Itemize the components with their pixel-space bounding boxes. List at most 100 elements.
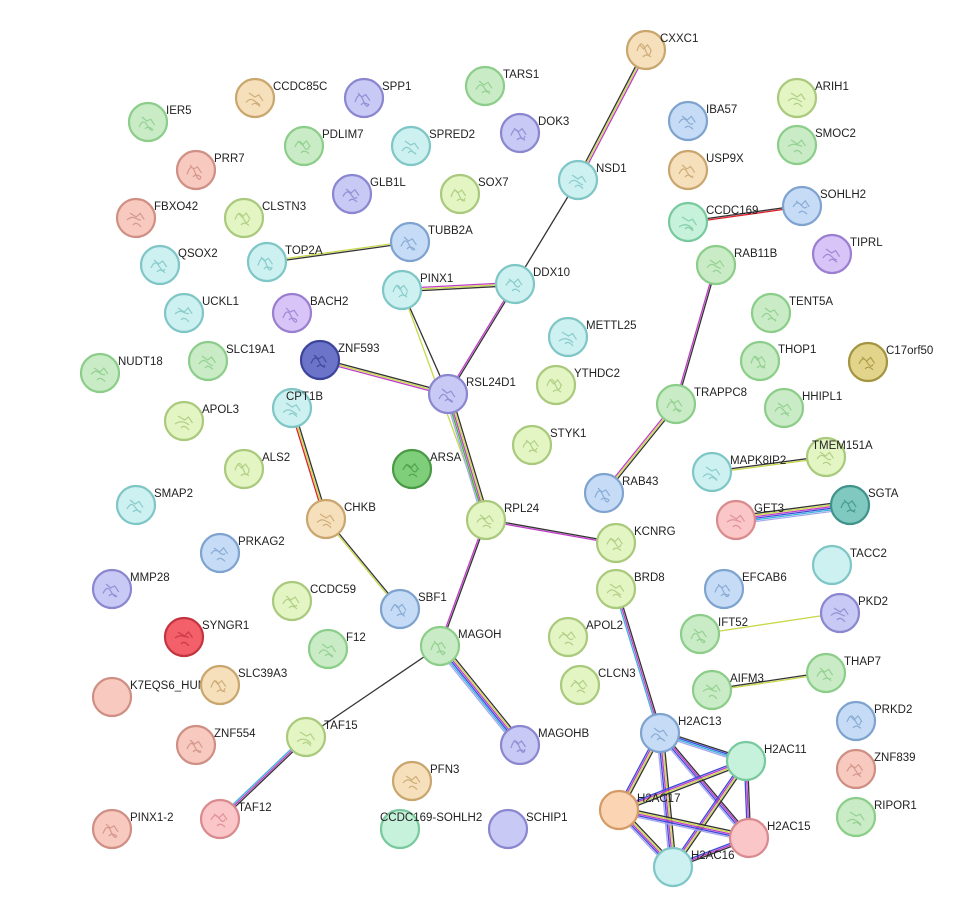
- edge-RSL24D1-RPL24[interactable]: [444, 392, 490, 522]
- node-iba57[interactable]: IBA57: [667, 100, 737, 142]
- node-tars1[interactable]: TARS1: [464, 65, 539, 107]
- node-cpt1b[interactable]: CPT1B: [271, 387, 323, 429]
- node-rab43[interactable]: RAB43: [583, 472, 658, 514]
- node-magoh[interactable]: MAGOH: [419, 625, 501, 667]
- node-kcnrg[interactable]: KCNRG: [595, 522, 676, 564]
- node-top2a[interactable]: TOP2A: [246, 241, 323, 283]
- node-styk1[interactable]: STYK1: [511, 424, 586, 466]
- edge-NSD1-CXXC1[interactable]: [576, 48, 648, 182]
- node-rpl24[interactable]: RPL24: [465, 499, 540, 541]
- node-rab11b[interactable]: RAB11B: [695, 244, 778, 286]
- node-sohlh2[interactable]: SOHLH2: [781, 185, 866, 227]
- node-f12[interactable]: F12: [307, 628, 366, 670]
- node-ift52[interactable]: IFT52: [679, 613, 748, 655]
- edge-H2AC17-H2AC15[interactable]: [618, 806, 750, 842]
- node-magohb[interactable]: MAGOHB: [499, 724, 589, 766]
- node-als2[interactable]: ALS2: [223, 448, 290, 490]
- node-usp9x[interactable]: USP9X: [667, 149, 744, 191]
- node-thop1[interactable]: THOP1: [739, 340, 816, 382]
- node-h2ac17[interactable]: H2AC17: [598, 789, 680, 831]
- node-ripor1[interactable]: RIPOR1: [835, 796, 917, 838]
- node-sbf1[interactable]: SBF1: [379, 588, 447, 630]
- edge-NSD1-DDX10[interactable]: [514, 179, 579, 285]
- node-h2ac13[interactable]: H2AC13: [639, 712, 721, 754]
- node-ddx10[interactable]: DDX10: [494, 263, 570, 305]
- node-tiprl[interactable]: TIPRL: [811, 233, 883, 275]
- node-apol2[interactable]: APOL2: [547, 616, 623, 658]
- node-sox7[interactable]: SOX7: [439, 173, 509, 215]
- node-uckl1[interactable]: UCKL1: [163, 292, 239, 334]
- node-pdlim7[interactable]: PDLIM7: [283, 125, 364, 167]
- node-thap7[interactable]: THAP7: [805, 652, 881, 694]
- node-h2ac16[interactable]: H2AC16: [652, 846, 734, 888]
- edge-ZNF593-RSL24D1[interactable]: [319, 357, 449, 397]
- edge-RPL24-MAGOH[interactable]: [438, 519, 488, 647]
- node-ccdc85c[interactable]: CCDC85C: [234, 77, 327, 119]
- node-smoc2[interactable]: SMOC2: [776, 124, 856, 166]
- node-brd8[interactable]: BRD8: [595, 568, 665, 610]
- node-arsa[interactable]: ARSA: [391, 448, 462, 490]
- node-prr7[interactable]: PRR7: [175, 149, 245, 191]
- node-efcab6[interactable]: EFCAB6: [703, 568, 787, 610]
- node-taf15[interactable]: TAF15: [285, 716, 358, 758]
- edge-H2AC13-H2AC16[interactable]: [656, 732, 677, 868]
- node-dok3[interactable]: DOK3: [499, 112, 569, 154]
- edge-MAGOH-MAGOHB[interactable]: [436, 643, 524, 748]
- node-tubb2a[interactable]: TUBB2A: [389, 221, 473, 263]
- edge-H2AC11-H2AC17[interactable]: [617, 758, 748, 813]
- node-clcn3[interactable]: CLCN3: [559, 664, 636, 706]
- node-arih1[interactable]: ARIH1: [776, 77, 849, 119]
- edge-RPL24-KCNRG[interactable]: [485, 518, 617, 545]
- node-h2ac15[interactable]: H2AC15: [728, 817, 810, 859]
- node-aifm3[interactable]: AIFM3: [691, 669, 764, 711]
- node-sgta[interactable]: SGTA: [829, 484, 899, 526]
- node-h2ac11[interactable]: H2AC11: [725, 740, 807, 782]
- node-get3[interactable]: GET3: [715, 499, 784, 541]
- node-tmem151a[interactable]: TMEM151A: [805, 436, 873, 478]
- node-slc39a3[interactable]: SLC39A3: [199, 664, 287, 706]
- node-nsd1[interactable]: NSD1: [557, 159, 627, 201]
- node-ccdc169[interactable]: CCDC169: [667, 201, 758, 243]
- node-ccdc169-sohlh2[interactable]: CCDC169-SOHLH2: [379, 808, 482, 850]
- node-znf593[interactable]: ZNF593: [299, 339, 380, 381]
- node-clstn3[interactable]: CLSTN3: [223, 197, 306, 239]
- node-pinx1[interactable]: PINX1: [381, 269, 453, 311]
- node-hhipl1[interactable]: HHIPL1: [763, 387, 842, 429]
- node-znf839[interactable]: ZNF839: [835, 748, 916, 790]
- node-chkb[interactable]: CHKB: [305, 498, 376, 540]
- node-ythdc2[interactable]: YTHDC2: [535, 364, 620, 406]
- edge-TUBB2A-TOP2A[interactable]: [266, 240, 411, 264]
- node-tacc2[interactable]: TACC2: [811, 544, 887, 586]
- node-qsox2[interactable]: QSOX2: [139, 244, 218, 286]
- edge-IFT52-PKD2[interactable]: [699, 612, 841, 635]
- node-fbxo42[interactable]: FBXO42: [115, 197, 198, 239]
- node-prkd2[interactable]: PRKD2: [835, 700, 912, 742]
- edge-H2AC13-H2AC15[interactable]: [657, 731, 752, 840]
- node-apol3[interactable]: APOL3: [163, 400, 239, 442]
- node-glb1l[interactable]: GLB1L: [331, 173, 406, 215]
- edge-BRD8-H2AC13[interactable]: [613, 588, 663, 734]
- node-pinx1-2[interactable]: PINX1-2: [91, 808, 173, 850]
- node-pkd2[interactable]: PKD2: [819, 592, 888, 634]
- node-ccdc59[interactable]: CCDC59: [271, 580, 356, 622]
- node-pfn3[interactable]: PFN3: [391, 760, 459, 802]
- node-bach2[interactable]: BACH2: [271, 292, 348, 334]
- node-taf12[interactable]: TAF12: [199, 798, 272, 840]
- node-tent5a[interactable]: TENT5A: [750, 292, 833, 334]
- edge-DDX10-RSL24D1[interactable]: [446, 283, 517, 395]
- node-slc19a1[interactable]: SLC19A1: [187, 340, 275, 382]
- edge-MAGOH-TAF15[interactable]: [305, 645, 441, 738]
- node-schip1[interactable]: SCHIP1: [487, 808, 568, 850]
- node-mmp28[interactable]: MMP28: [91, 568, 170, 610]
- node-c17orf50[interactable]: C17orf50: [847, 341, 933, 383]
- node-cxxc1[interactable]: CXXC1: [625, 29, 698, 71]
- node-znf554[interactable]: ZNF554: [175, 724, 256, 766]
- node-spred2[interactable]: SPRED2: [390, 125, 475, 167]
- node-spp1[interactable]: SPP1: [343, 77, 411, 119]
- edge-RAB11B-TRAPPC8[interactable]: [674, 264, 718, 405]
- node-rsl24d1[interactable]: RSL24D1: [427, 373, 516, 415]
- node-k7eqs6_human[interactable]: K7EQS6_HUM: [91, 676, 207, 718]
- node-mettl25[interactable]: METTL25: [547, 316, 637, 358]
- node-ier5[interactable]: IER5: [127, 101, 192, 143]
- edge-H2AC11-H2AC16[interactable]: [670, 759, 749, 869]
